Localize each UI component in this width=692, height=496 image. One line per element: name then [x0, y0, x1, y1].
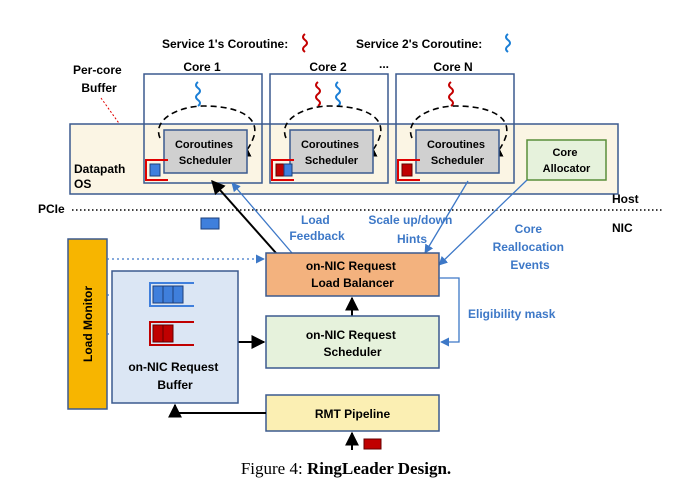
core-n-frame — [395, 73, 515, 184]
red-coroutine-icon — [302, 33, 308, 53]
nic-label: NIC — [612, 221, 633, 235]
legend-service2-label: Service 2's Coroutine: — [356, 37, 482, 51]
core-allocator-label: Core Allocator — [543, 147, 591, 175]
scale-hints-arrow — [424, 180, 469, 254]
pcie-label: PCIe — [38, 202, 65, 216]
request-scheduler-label: on-NIC Request Scheduler — [306, 328, 399, 359]
figure-caption: Figure 4: RingLeader Design. — [241, 459, 451, 478]
core-1-frame — [143, 73, 263, 184]
scale-hints-label: Scale up/down Hints — [368, 213, 455, 246]
rmt-pipeline-box — [265, 394, 440, 432]
pcie-packet-icon — [200, 217, 220, 230]
core-n-red-coroutine-icon — [448, 81, 454, 107]
core-1-scheduler-label: Coroutines Scheduler — [175, 139, 236, 167]
rmt-to-buffer-arrow — [168, 403, 266, 418]
core-2-blue-coroutine-icon — [335, 81, 341, 107]
rmt-pipeline-label: RMT Pipeline — [315, 407, 391, 421]
load-monitor-box — [67, 238, 108, 410]
caption-prefix: Figure 4: — [241, 459, 307, 478]
core-2-buffer — [271, 159, 294, 181]
red-request-queue — [149, 321, 194, 346]
per-core-buffer-label: Per-core Buffer — [73, 63, 125, 95]
core-ellipsis: ... — [379, 57, 389, 71]
core-2-frame — [269, 73, 389, 184]
datapath-os-label: Datapath OS — [74, 162, 129, 191]
feedback-arrow — [231, 182, 293, 254]
load-monitor-label: Load Monitor — [81, 286, 95, 362]
blue-coroutine-icon — [505, 33, 511, 53]
load-feedback-label: Load Feedback — [289, 213, 345, 243]
core-2-scheduler-label: Coroutines Scheduler — [301, 139, 362, 167]
core-1-blue-coroutine-icon — [195, 81, 201, 107]
eligibility-mask-arrow — [439, 277, 460, 347]
caption-title: RingLeader Design. — [307, 459, 451, 478]
legend-service1-label: Service 1's Coroutine: — [162, 37, 288, 51]
request-scheduler-box — [265, 315, 440, 369]
core-n-label: Core N — [433, 60, 472, 74]
dispatch-arrow — [211, 179, 277, 254]
host-label: Host — [612, 192, 639, 206]
eligibility-mask-label: Eligibility mask — [468, 307, 556, 321]
incoming-packet-icon — [363, 438, 382, 450]
core-2-label: Core 2 — [309, 60, 347, 74]
core-allocator-box — [526, 139, 607, 181]
request-buffer-label: on-NIC Request Buffer — [128, 360, 221, 392]
core-1-buffer — [145, 159, 168, 181]
core-n-scheduler-label: Coroutines Scheduler — [427, 139, 488, 167]
core-2-scheduler-box — [289, 129, 374, 174]
core-2-red-coroutine-icon — [315, 81, 321, 107]
load-balancer-box — [265, 252, 440, 297]
core-n-buffer — [397, 159, 420, 181]
core-n-scheduler-box — [415, 129, 500, 174]
load-balancer-label: on-NIC Request Load Balancer — [306, 259, 399, 290]
core-1-label: Core 1 — [183, 60, 221, 74]
core-reallocation-arrow — [438, 179, 528, 266]
core-reallocation-label: Core Reallocation Events — [493, 222, 568, 272]
core-1-scheduler-box — [163, 129, 248, 174]
blue-request-queue — [149, 282, 194, 307]
